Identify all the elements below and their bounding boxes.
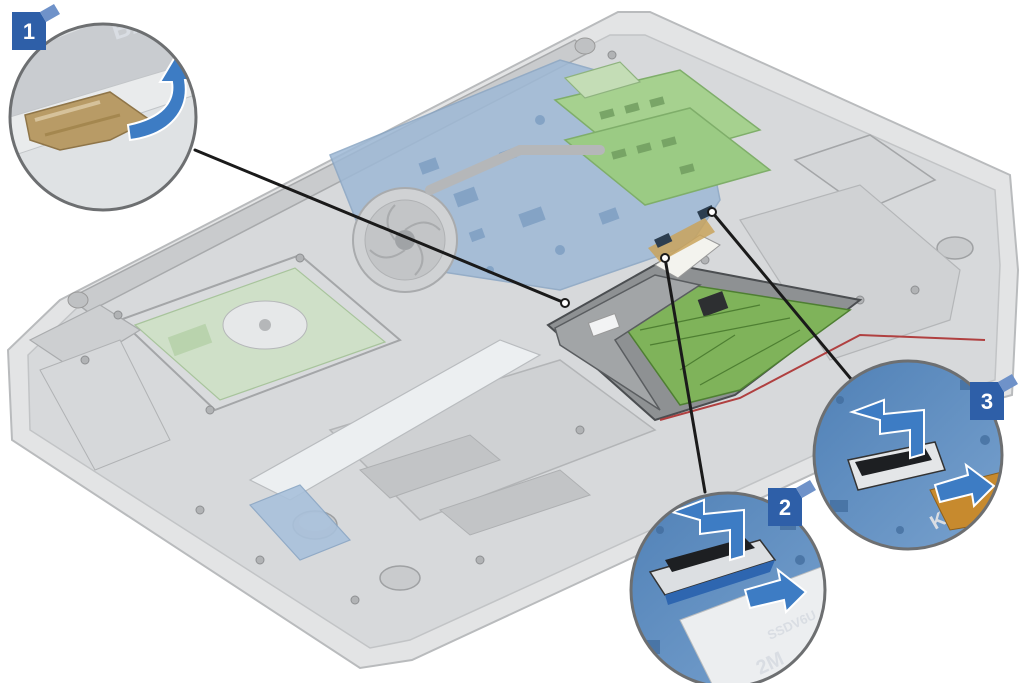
io-board <box>248 484 352 561</box>
callout-circle-2 <box>629 491 827 683</box>
wlan-card <box>563 61 642 99</box>
touchpad-connector <box>654 232 673 248</box>
step-badge-3: 3 <box>970 374 1018 420</box>
memory-modules <box>553 69 772 206</box>
callout-detail-3: K 3 <box>812 359 1018 551</box>
left-bracket-lower <box>39 339 171 471</box>
callout-line-2 <box>663 256 707 494</box>
lift-arrow-icon <box>848 398 925 460</box>
step-label-2: 2 <box>779 495 791 520</box>
io-ribbon-cable <box>248 339 542 501</box>
lift-arrow-icon <box>668 498 745 562</box>
kapton-tape-on-cable <box>648 218 715 262</box>
callout-anchor-1 <box>560 298 570 308</box>
kapton-tape <box>24 91 152 151</box>
step-label-3: 3 <box>981 389 993 414</box>
hard-drive <box>118 253 402 412</box>
callout-circle-1 <box>8 22 198 212</box>
touchpad-label-sticker <box>587 312 621 338</box>
pull-arrow-icon <box>743 567 808 615</box>
cooling-fan <box>352 187 458 293</box>
touchpad-controller-chip <box>697 291 729 317</box>
touchpad-module <box>546 260 986 422</box>
step-label-1: 1 <box>23 19 35 44</box>
callout-line-1 <box>193 148 567 305</box>
speaker-right <box>936 236 974 260</box>
hinge-right <box>574 37 596 55</box>
callout-anchor-3 <box>707 207 717 217</box>
touchpad-metal-plate <box>554 274 702 411</box>
heat-pipe <box>425 145 605 195</box>
speaker-grilles <box>359 434 592 536</box>
speaker-left <box>379 565 421 591</box>
callout-detail-1: BA 1 <box>8 4 198 212</box>
laptop-base <box>6 11 1020 670</box>
callout-line-3 <box>710 210 858 387</box>
left-bracket <box>28 304 142 371</box>
callout-anchors <box>560 207 717 308</box>
callout-circle-3 <box>812 359 1004 551</box>
speaker-wire <box>659 333 986 421</box>
pcb-traces <box>639 304 801 386</box>
hinge-left <box>67 291 89 309</box>
step-badge-2: 2 <box>768 480 816 526</box>
step-badge-1: 1 <box>12 4 60 50</box>
callout-anchor-2 <box>660 253 670 263</box>
callout-leaders <box>193 148 858 494</box>
pull-arrow-icon <box>933 462 996 509</box>
screws <box>80 50 920 605</box>
